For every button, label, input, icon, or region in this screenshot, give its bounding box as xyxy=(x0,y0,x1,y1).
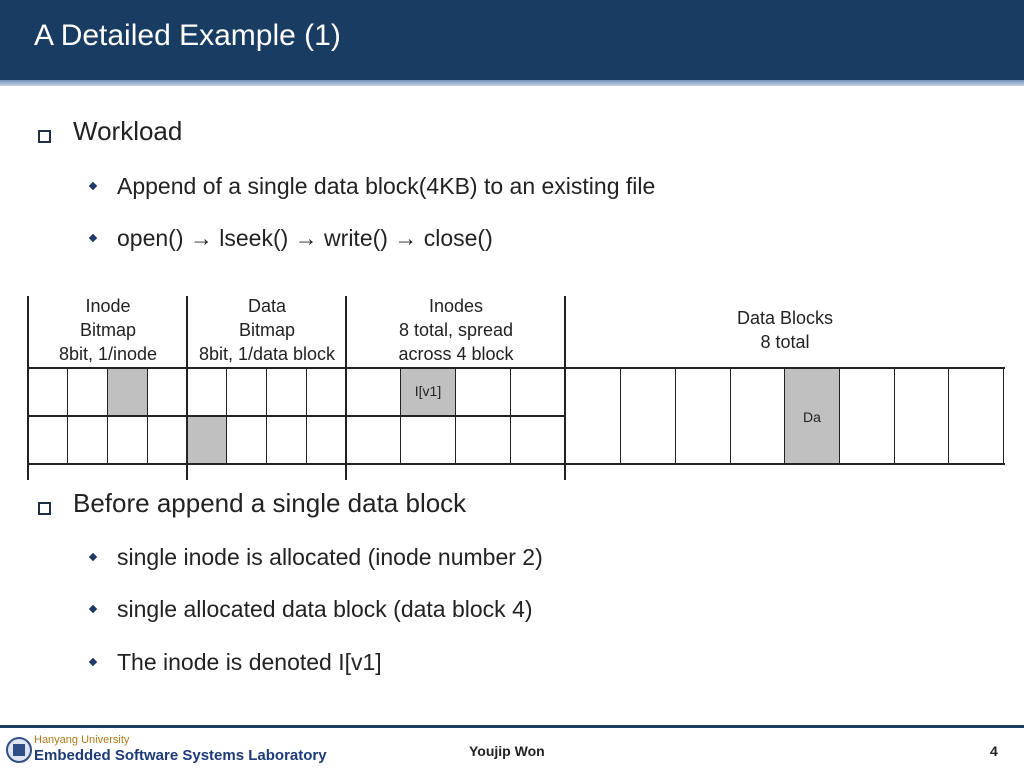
square-bullet-icon xyxy=(38,130,51,143)
header-line: Bitmap xyxy=(238,320,296,340)
diamond-bullet-icon xyxy=(88,657,98,667)
cell-divider xyxy=(67,368,68,464)
grid-middle-line xyxy=(28,415,565,417)
grid-bottom-line xyxy=(28,463,1005,465)
lab-name: Embedded Software Systems Laboratory xyxy=(34,747,327,764)
cell-divider xyxy=(400,368,401,464)
diamond-bullet-icon xyxy=(88,604,98,614)
before-item: single inode is allocated (inode number … xyxy=(117,544,543,570)
diamond-bullet-icon xyxy=(88,181,98,191)
data-block-label: Da xyxy=(803,409,821,425)
header-line: Bitmap xyxy=(79,320,137,340)
diamond-bullet-icon xyxy=(88,233,98,243)
before-item: The inode is denoted I[v1] xyxy=(117,649,382,675)
inode-bitmap-bit-allocated xyxy=(108,368,147,415)
university-name: Hanyang University xyxy=(34,734,130,746)
header-line: Inodes xyxy=(428,296,484,316)
inode-slot-allocated xyxy=(401,368,455,415)
section-divider xyxy=(345,296,347,480)
cell-divider xyxy=(226,368,227,464)
workload-heading: Workload xyxy=(73,116,183,146)
section-divider xyxy=(27,296,29,480)
header-line: 8bit, 1/data block xyxy=(198,344,336,364)
university-logo-icon xyxy=(6,737,32,763)
section-divider xyxy=(564,296,566,480)
workload-item: Append of a single data block(4KB) to an… xyxy=(117,173,656,199)
data-block-allocated xyxy=(785,368,839,464)
cell-divider xyxy=(1003,368,1004,464)
cell-divider xyxy=(147,368,148,464)
section-divider xyxy=(186,296,188,480)
workload-item: open() → lseek() → write() → close() xyxy=(117,225,493,251)
header-line: 8bit, 1/inode xyxy=(58,344,158,364)
cell-divider xyxy=(948,368,949,464)
data-bitmap-header: Data Bitmap 8bit, 1/data block xyxy=(187,294,347,366)
diamond-bullet-icon xyxy=(88,552,98,562)
before-heading: Before append a single data block xyxy=(73,488,467,518)
cell-divider xyxy=(730,368,731,464)
square-bullet-icon xyxy=(38,502,51,515)
header-line: Data Blocks xyxy=(736,308,834,328)
cell-divider xyxy=(455,368,456,464)
cell-divider xyxy=(306,368,307,464)
header-line: across 4 block xyxy=(398,344,514,364)
logo-mark xyxy=(13,744,25,756)
header-line: Inode xyxy=(85,296,131,316)
data-bitmap-bit-allocated xyxy=(188,416,226,464)
cell-divider xyxy=(266,368,267,464)
title-underline xyxy=(0,80,1024,86)
cell-divider xyxy=(620,368,621,464)
cell-divider xyxy=(675,368,676,464)
author-name: Youjip Won xyxy=(469,743,545,759)
header-line: 8 total, spread xyxy=(398,320,514,340)
cell-divider xyxy=(839,368,840,464)
inodes-header: Inodes 8 total, spread across 4 block xyxy=(346,294,566,366)
header-line: Data xyxy=(247,296,287,316)
cell-divider xyxy=(510,368,511,464)
inode-label: I[v1] xyxy=(414,383,442,399)
page-number: 4 xyxy=(990,743,998,759)
cell-divider xyxy=(894,368,895,464)
grid-top-line xyxy=(28,367,1005,369)
slide-title: A Detailed Example (1) xyxy=(34,19,341,52)
header-line: 8 total xyxy=(760,332,810,352)
inode-bitmap-header: Inode Bitmap 8bit, 1/inode xyxy=(28,294,188,366)
title-bar: A Detailed Example (1) xyxy=(0,0,1024,80)
data-blocks-header: Data Blocks 8 total xyxy=(565,306,1005,354)
cell-divider xyxy=(784,368,785,464)
before-item: single allocated data block (data block … xyxy=(117,596,533,622)
cell-divider xyxy=(107,368,108,464)
footer-rule xyxy=(0,725,1024,728)
